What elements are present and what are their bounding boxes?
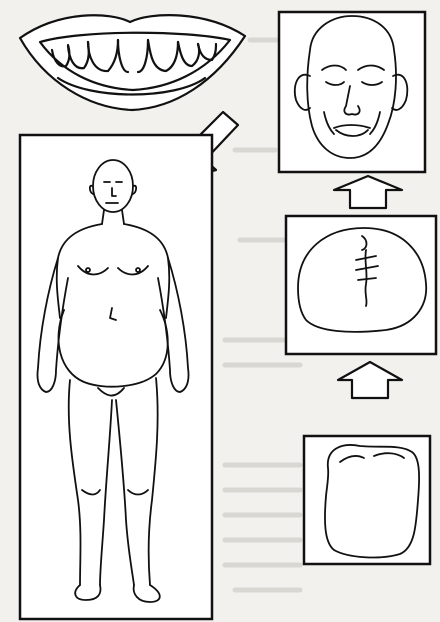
- grooved-palate-illustration: [298, 228, 426, 332]
- enlarged-tooth-illustration: [325, 445, 419, 557]
